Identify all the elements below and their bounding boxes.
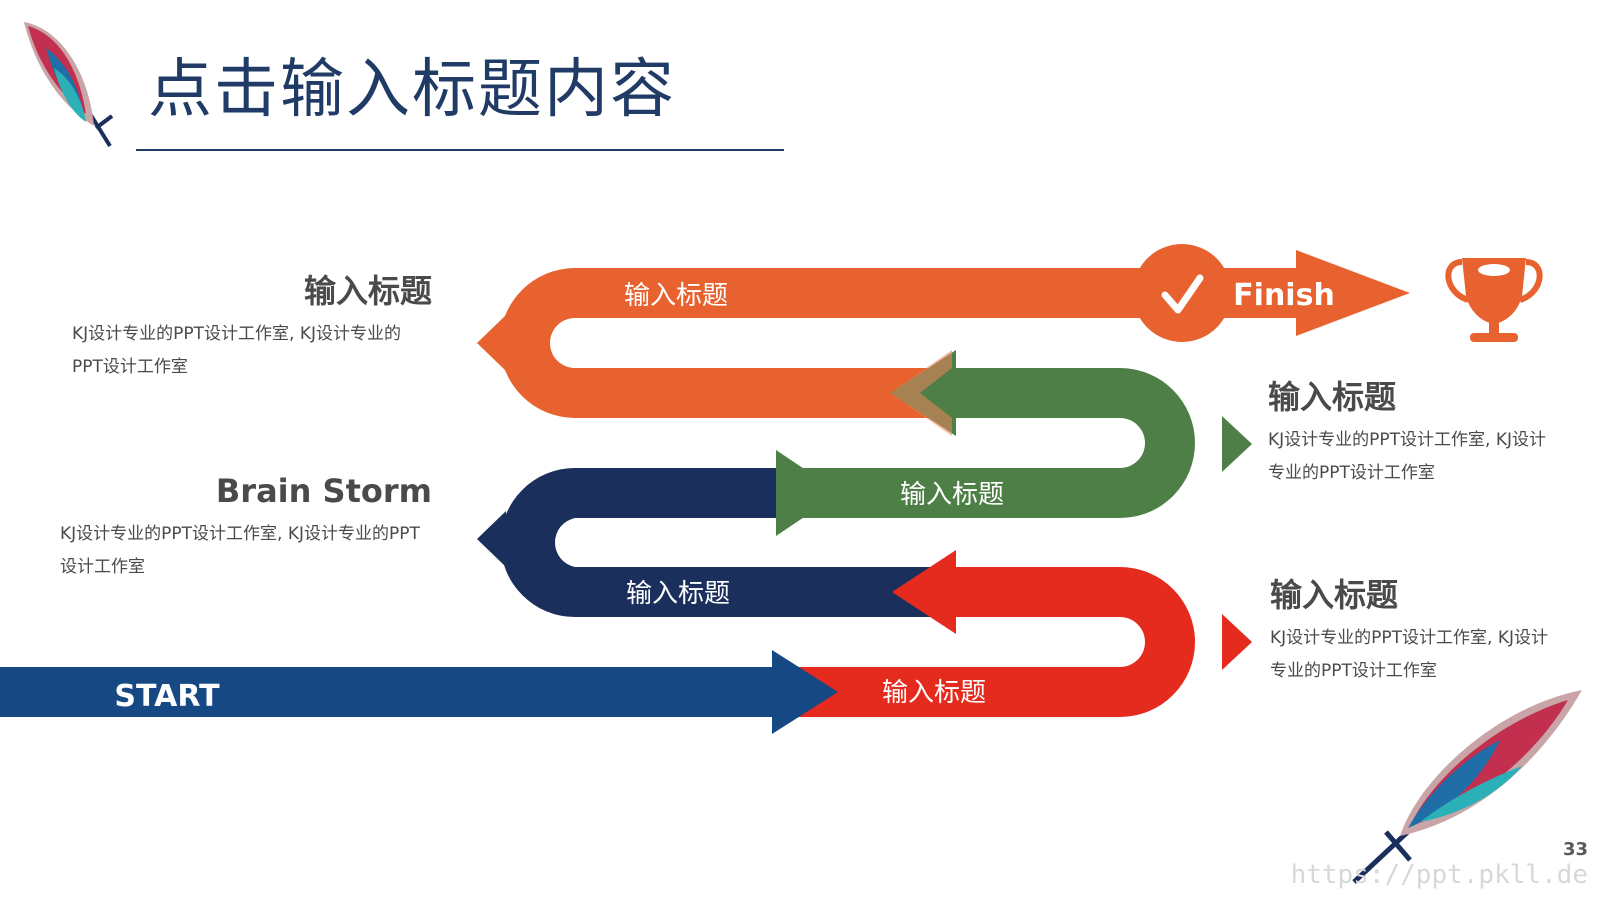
feather-icon <box>24 22 114 148</box>
block-desc-line: KJ设计专业的PPT设计工作室, KJ设计专业的 <box>72 324 402 345</box>
pointer-left-navy <box>477 511 506 567</box>
finish-circle <box>1133 244 1231 342</box>
block-desc-line: KJ设计专业的PPT设计工作室, KJ设计 <box>1270 628 1549 649</box>
pointer-right-green <box>1222 416 1252 472</box>
block-title: 输入标题 <box>303 272 432 310</box>
page-title: 点击输入标题内容 <box>148 53 676 127</box>
pointer-right-red <box>1222 614 1252 670</box>
orange-arrow-notch <box>890 350 952 436</box>
block-desc-line: KJ设计专业的PPT设计工作室, KJ设计专业的PPT <box>60 524 420 545</box>
band-label-orange: 输入标题 <box>624 281 728 311</box>
block-desc-line: 设计工作室 <box>60 557 145 578</box>
pointer-left-orange <box>477 315 506 371</box>
block-title: Brain Storm <box>215 472 432 510</box>
block-desc-line: KJ设计专业的PPT设计工作室, KJ设计 <box>1268 430 1547 451</box>
text-block-4: 输入标题 KJ设计专业的PPT设计工作室, KJ设计 专业的PPT设计工作室 <box>1270 576 1590 688</box>
page-number: 33 <box>1562 839 1588 860</box>
block-description: KJ设计专业的PPT设计工作室, KJ设计专业的PPT 设计工作室 <box>60 518 432 584</box>
band-label-navy: 输入标题 <box>626 579 730 609</box>
band-label-green: 输入标题 <box>900 480 1004 510</box>
red-band <box>775 567 1195 717</box>
block-description: KJ设计专业的PPT设计工作室, KJ设计 专业的PPT设计工作室 <box>1268 424 1588 490</box>
start-band <box>0 667 780 717</box>
trophy-icon <box>1445 258 1543 342</box>
text-block-1: 输入标题 KJ设计专业的PPT设计工作室, KJ设计专业的 PPT设计工作室 <box>72 272 432 384</box>
green-band <box>775 368 1195 518</box>
start-arrowhead <box>772 650 838 734</box>
orange-band <box>500 268 1301 418</box>
watermark: https://ppt.pkll.de <box>1290 860 1588 890</box>
checkmark-icon <box>1161 274 1204 314</box>
feather-decoration-icon <box>1352 690 1582 884</box>
block-description: KJ设计专业的PPT设计工作室, KJ设计 专业的PPT设计工作室 <box>1270 622 1590 688</box>
block-title: 输入标题 <box>1270 576 1399 614</box>
green-arrowhead-right <box>776 450 840 536</box>
block-description: KJ设计专业的PPT设计工作室, KJ设计专业的 PPT设计工作室 <box>72 318 432 384</box>
block-desc-line: 专业的PPT设计工作室 <box>1270 661 1437 682</box>
finish-label: Finish <box>1233 278 1335 313</box>
block-desc-line: PPT设计工作室 <box>72 357 188 378</box>
finish-arrowhead <box>1296 250 1410 336</box>
text-block-3: 输入标题 KJ设计专业的PPT设计工作室, KJ设计 专业的PPT设计工作室 <box>1268 378 1588 490</box>
block-title: 输入标题 <box>1268 378 1397 416</box>
text-block-2: Brain Storm KJ设计专业的PPT设计工作室, KJ设计专业的PPT … <box>60 472 432 584</box>
title-underline <box>136 149 784 151</box>
start-label: START <box>114 679 220 714</box>
navy-band <box>500 468 955 617</box>
block-desc-line: 专业的PPT设计工作室 <box>1268 463 1435 484</box>
band-label-red: 输入标题 <box>882 678 986 708</box>
red-arrowhead-left <box>892 550 956 634</box>
